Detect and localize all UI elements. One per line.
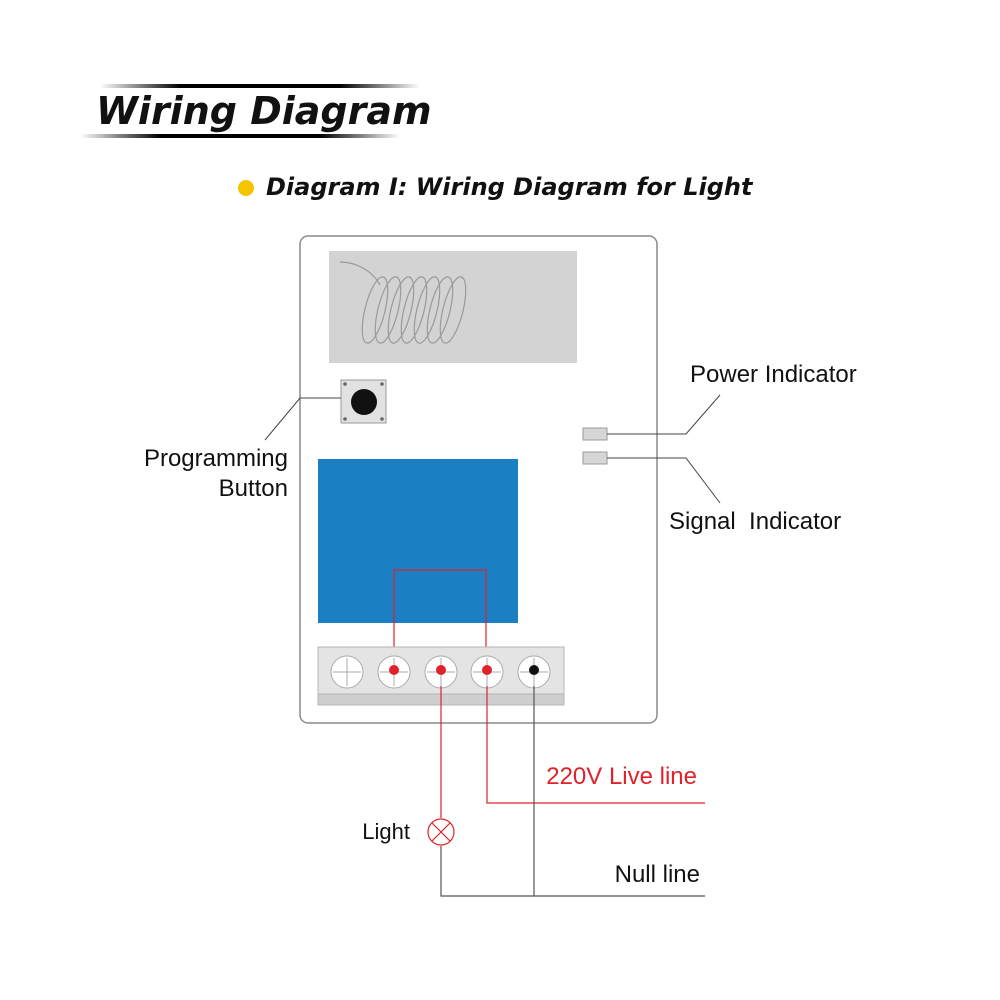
light-return-wire (440, 846, 705, 897)
antenna-coil-icon (339, 261, 467, 344)
terminal-2 (377, 655, 411, 689)
header-top-rule (100, 84, 420, 88)
relay-block (318, 459, 518, 623)
terminal-5 (517, 655, 551, 689)
light-bulb-icon (427, 818, 455, 846)
header: Wiring Diagram (80, 84, 432, 138)
terminal-3 (424, 655, 458, 689)
signal-indicator-led (582, 451, 608, 465)
null-line-label: Null line (615, 861, 700, 888)
subtitle-text: Diagram I: Wiring Diagram for Light (266, 173, 754, 201)
signal-indicator-leader (607, 457, 721, 504)
terminal-1 (330, 655, 364, 689)
antenna-panel (329, 251, 577, 363)
programming-button-label-line1: Programming (144, 445, 288, 472)
signal-indicator-label: Signal Indicator (669, 508, 841, 535)
header-bottom-rule (80, 134, 400, 138)
light-label: Light (362, 819, 410, 844)
terminal-4 (470, 655, 504, 689)
live-line-wire (486, 686, 705, 804)
live-line-label: 220V Live line (546, 763, 697, 790)
header-title: Wiring Diagram (96, 89, 432, 133)
programming-button (340, 379, 387, 424)
subtitle-bullet (238, 180, 254, 196)
power-indicator-led (582, 427, 608, 441)
power-indicator-leader (607, 394, 721, 435)
programming-button-label-line2: Button (219, 475, 288, 502)
relay-internal-wire (393, 569, 487, 669)
subtitle: Diagram I: Wiring Diagram for Light (238, 173, 754, 201)
power-indicator-label: Power Indicator (690, 361, 857, 388)
programming-button-leader (264, 397, 341, 441)
button-cap-icon (351, 389, 377, 415)
